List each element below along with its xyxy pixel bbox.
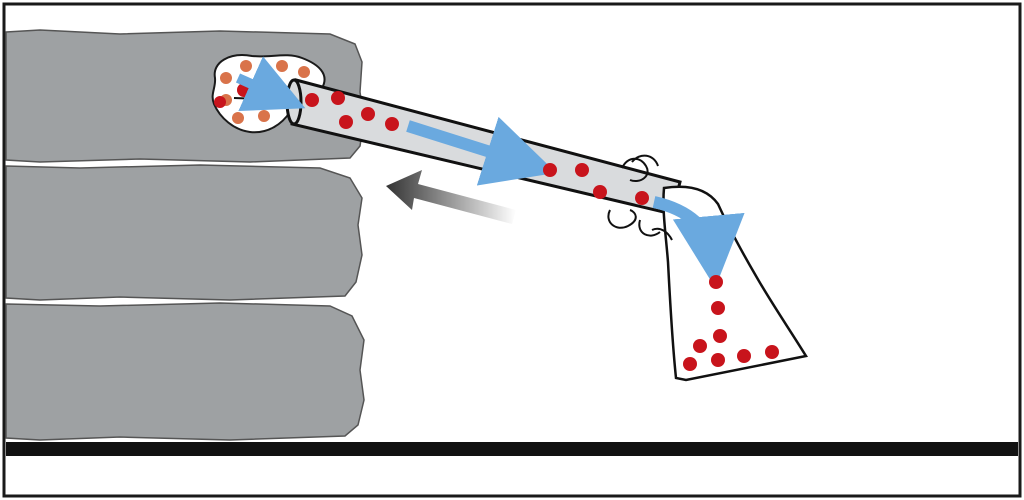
- flow-arrow-2: [406, 116, 557, 186]
- clamp: [607, 154, 661, 237]
- particle: [361, 107, 375, 121]
- particle: [305, 93, 319, 107]
- flow-arrow-1: [235, 56, 306, 112]
- direction-arrow: [386, 170, 516, 224]
- particle: [711, 353, 725, 367]
- bag-middle: [5, 164, 363, 301]
- flow-arrow-3: [652, 196, 745, 288]
- particle: [737, 349, 751, 363]
- sack-particles: [683, 275, 779, 371]
- particle: [385, 117, 399, 131]
- sack-edge: [651, 227, 673, 241]
- particle: [711, 301, 725, 315]
- particle: [765, 345, 779, 359]
- bag-bottom: [5, 302, 365, 441]
- particle: [543, 163, 557, 177]
- particle: [683, 357, 697, 371]
- particle: [713, 329, 727, 343]
- particle: [339, 115, 353, 129]
- particle: [575, 163, 589, 177]
- particle: [593, 185, 607, 199]
- particle: [709, 275, 723, 289]
- particle: [693, 339, 707, 353]
- particle: [635, 191, 649, 205]
- floor-line: [6, 442, 1018, 456]
- tube-particles: [305, 91, 649, 205]
- particle: [331, 91, 345, 105]
- flow-arrows: [235, 56, 745, 288]
